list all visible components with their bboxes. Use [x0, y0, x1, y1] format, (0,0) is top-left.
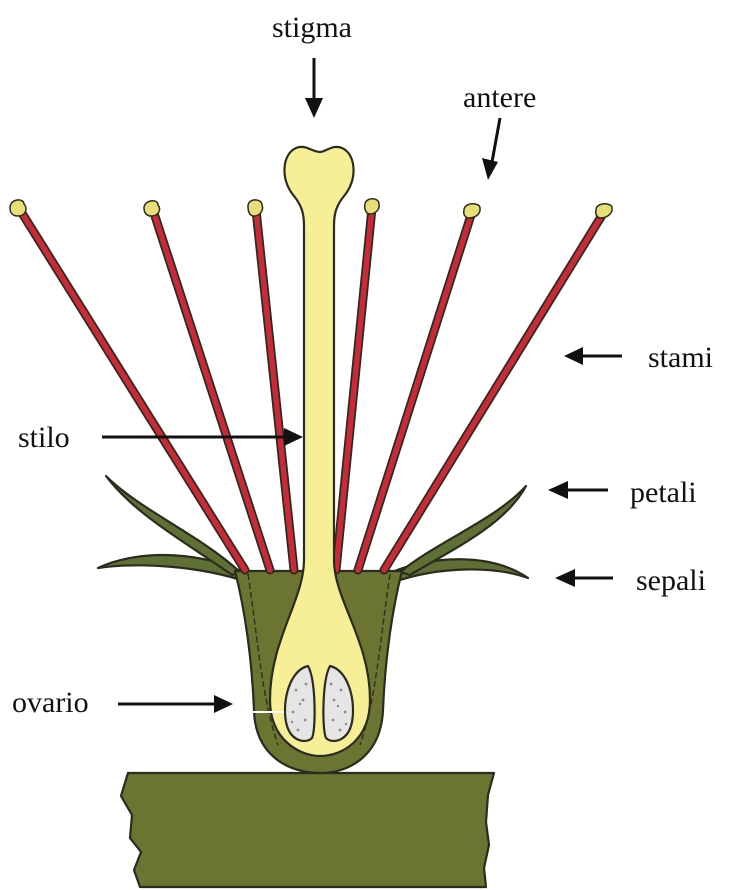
label-stami: stami: [648, 341, 713, 374]
arrow-stilo: [102, 428, 303, 446]
label-stilo: stilo: [18, 421, 70, 454]
label-sepali: sepali: [636, 564, 706, 597]
arrow-sepali: [555, 569, 613, 587]
anther-4: [365, 199, 379, 214]
label-antere: antere: [463, 81, 536, 114]
stem-base: [121, 773, 494, 887]
label-stigma: stigma: [272, 11, 352, 44]
label-petali: petali: [630, 476, 697, 509]
anther-2: [144, 201, 160, 216]
anther-3: [248, 200, 263, 216]
anther-1: [10, 200, 26, 216]
arrow-petali: [548, 481, 608, 499]
arrow-ovario: [118, 695, 233, 713]
label-ovario: ovario: [12, 686, 89, 719]
anther-5: [464, 204, 480, 218]
arrow-stami: [564, 347, 622, 365]
arrow-stigma: [305, 58, 323, 118]
arrow-antere: [482, 118, 500, 180]
anther-6: [596, 204, 612, 218]
